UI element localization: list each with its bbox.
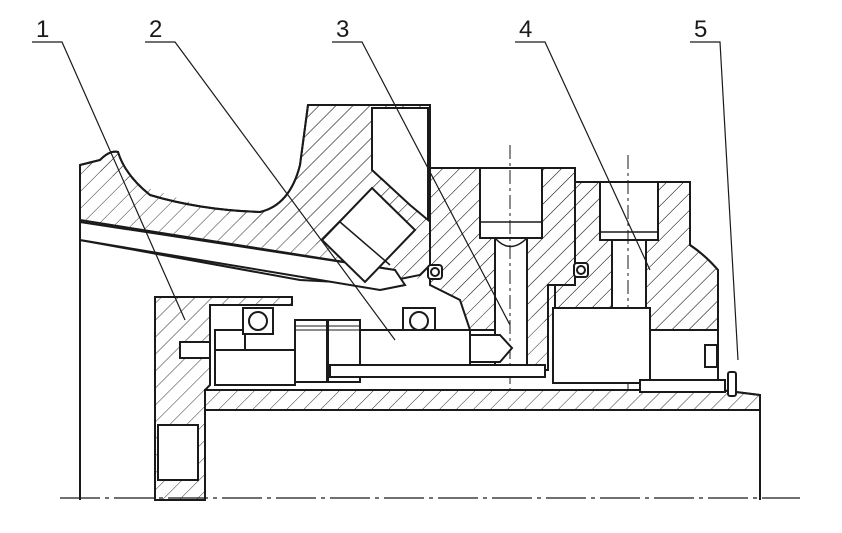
leader-5 [690,41,739,361]
lower-ring-assembly [154,296,761,501]
leader-2 [145,41,396,341]
leader-3 [332,41,511,326]
callout-label-3: 3 [336,16,350,43]
callout-label-5: 5 [694,16,708,43]
callout-label-2: 2 [149,16,163,43]
leader-1 [32,41,186,321]
callout-label-1: 1 [36,16,50,43]
leader-4 [515,41,651,271]
upper-housing [79,104,431,292]
callout-label-4: 4 [519,16,533,43]
callout-leaders [32,41,739,361]
